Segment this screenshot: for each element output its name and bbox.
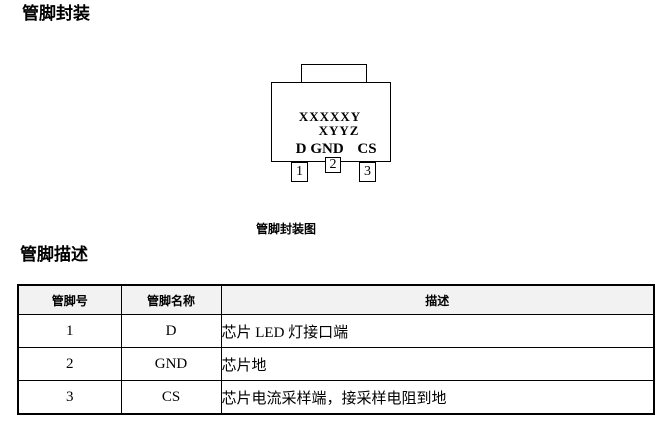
pin-label-cs: CS — [357, 141, 377, 157]
pin-number-cell: 2 — [17, 347, 122, 381]
header-pin-number: 管脚号 — [17, 284, 122, 315]
pin-3-lead: 3 — [359, 162, 376, 182]
pin-description-cell: 芯片 LED 灯接口端 — [220, 314, 655, 348]
table-row: 3 CS 芯片电流采样端，接采样电阻到地 — [17, 380, 655, 415]
pin-number-cell: 1 — [17, 314, 122, 348]
package-body-shape — [271, 82, 391, 162]
pin-description-cell: 芯片电流采样端，接采样电阻到地 — [220, 380, 655, 415]
pin-number-cell: 3 — [17, 380, 122, 415]
table-row: 2 GND 芯片地 — [17, 347, 655, 381]
figure-caption: 管脚封装图 — [256, 222, 317, 236]
pin-name-cell: GND — [120, 347, 222, 381]
pin-1-lead: 1 — [291, 162, 308, 182]
pin-description-table: 管脚号 管脚名称 描述 1 D 芯片 LED 灯接口端 2 GND 芯片地 3 … — [17, 284, 655, 415]
pin-name-cell: CS — [120, 380, 222, 415]
package-marking-line1: XXXXXY — [298, 109, 362, 124]
pin-label-gnd: GND — [310, 141, 344, 157]
header-pin-name: 管脚名称 — [120, 284, 222, 315]
table-row: 1 D 芯片 LED 灯接口端 — [17, 314, 655, 348]
package-marking-line2: XYYZ — [318, 123, 360, 138]
package-section-title: 管脚封装 — [22, 4, 90, 23]
table-header-row: 管脚号 管脚名称 描述 — [17, 284, 655, 315]
pin-label-d: D — [295, 141, 307, 157]
header-pin-description: 描述 — [220, 284, 655, 315]
pin-description-cell: 芯片地 — [220, 347, 655, 381]
pin-2-lead: 2 — [325, 157, 341, 173]
pin-name-cell: D — [120, 314, 222, 348]
description-section-title: 管脚描述 — [20, 245, 88, 264]
